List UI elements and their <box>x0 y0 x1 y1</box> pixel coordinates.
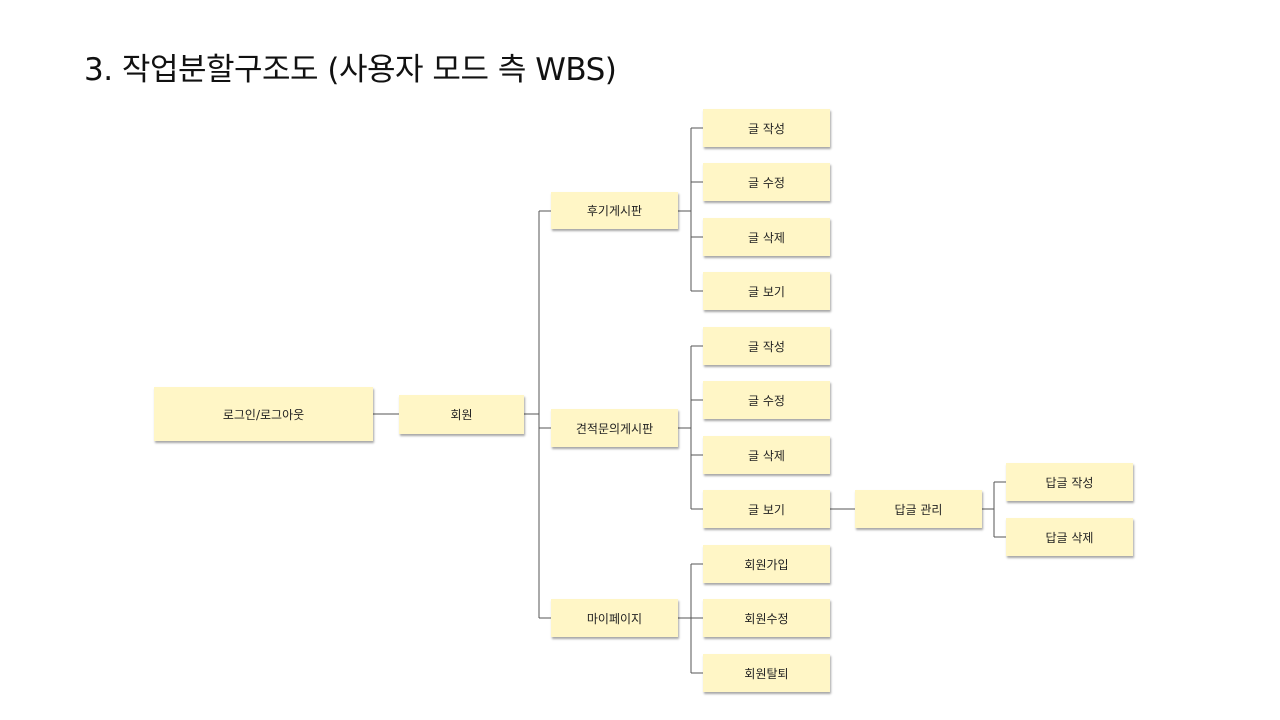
wbs-inquiry-board: 견적문의게시판 <box>551 409 678 447</box>
wbs-root-login-logout: 로그인/로그아웃 <box>154 387 373 441</box>
wbs-review-delete: 글 삭제 <box>703 218 830 256</box>
wbs-inquiry-delete: 글 삭제 <box>703 436 830 474</box>
wbs-review-view: 글 보기 <box>703 272 830 310</box>
wbs-reply-write: 답글 작성 <box>1006 463 1133 501</box>
wbs-signup: 회원가입 <box>703 545 830 583</box>
wbs-mypage: 마이페이지 <box>551 599 678 637</box>
wbs-reply-management: 답글 관리 <box>855 490 982 528</box>
wbs-inquiry-view: 글 보기 <box>703 490 830 528</box>
wbs-member-withdraw: 회원탈퇴 <box>703 654 830 692</box>
wbs-reply-delete: 답글 삭제 <box>1006 518 1133 556</box>
wbs-inquiry-edit: 글 수정 <box>703 381 830 419</box>
wbs-review-edit: 글 수정 <box>703 163 830 201</box>
wbs-review-board: 후기게시판 <box>551 192 678 229</box>
wbs-member-edit: 회원수정 <box>703 599 830 637</box>
wbs-member: 회원 <box>399 395 524 434</box>
wbs-inquiry-write: 글 작성 <box>703 327 830 365</box>
wbs-review-write: 글 작성 <box>703 109 830 147</box>
slide-title: 3. 작업분할구조도 (사용자 모드 측 WBS) <box>84 52 617 88</box>
